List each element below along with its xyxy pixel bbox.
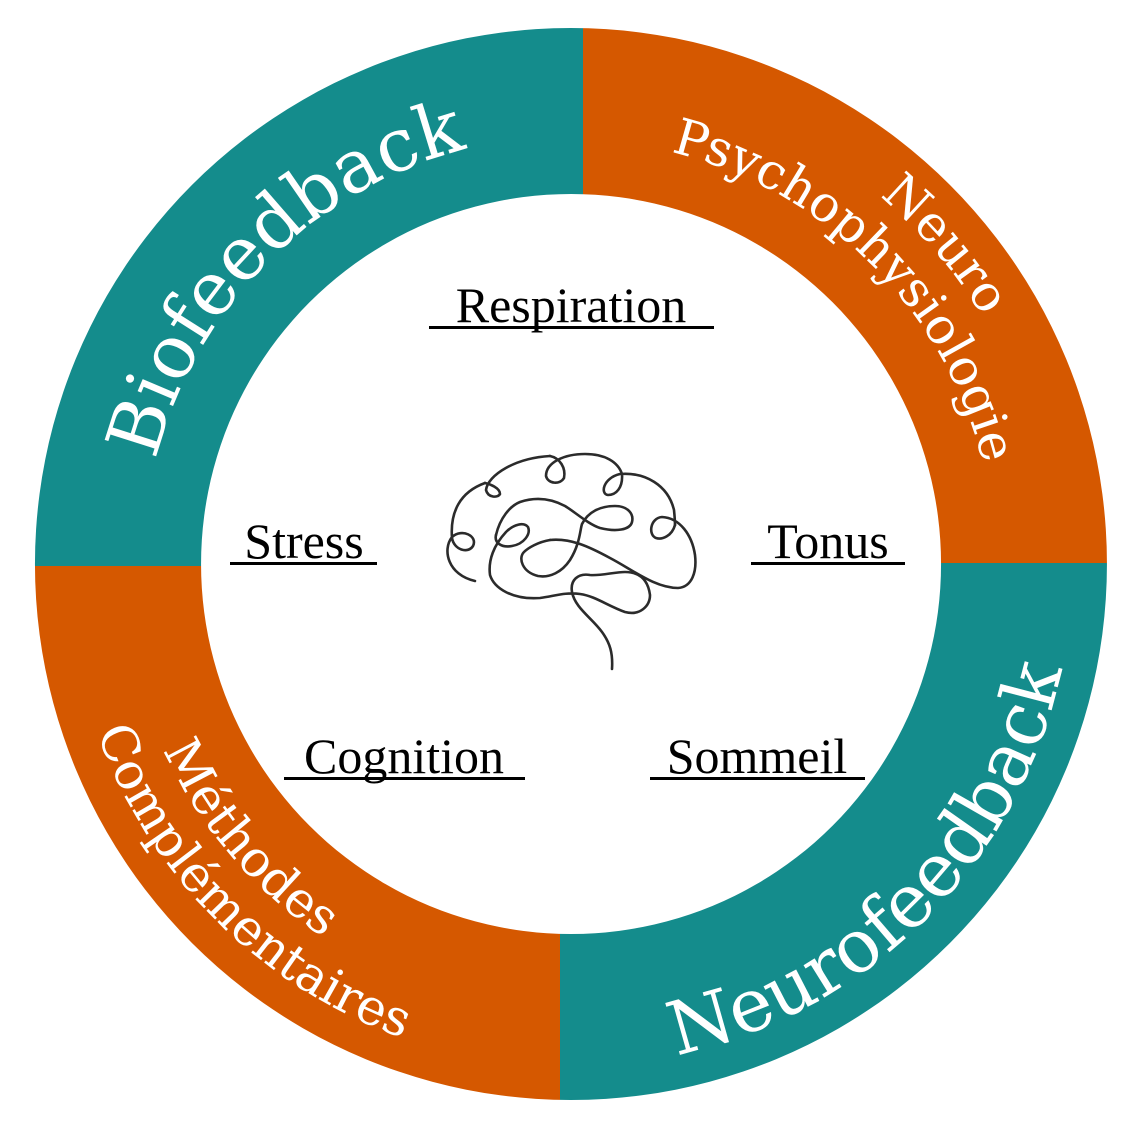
- label-stress[interactable]: Stress: [244, 513, 363, 569]
- label-sommeil[interactable]: Sommeil: [667, 728, 848, 784]
- segment-neurofeedback[interactable]: [560, 563, 1138, 1122]
- label-cognition[interactable]: Cognition: [304, 728, 504, 784]
- segment-joint: [560, 563, 583, 566]
- label-respiration[interactable]: Respiration: [456, 277, 687, 333]
- brain-icon: [446, 452, 697, 671]
- label-tonus[interactable]: Tonus: [767, 513, 889, 569]
- label-underlines: [230, 326, 905, 780]
